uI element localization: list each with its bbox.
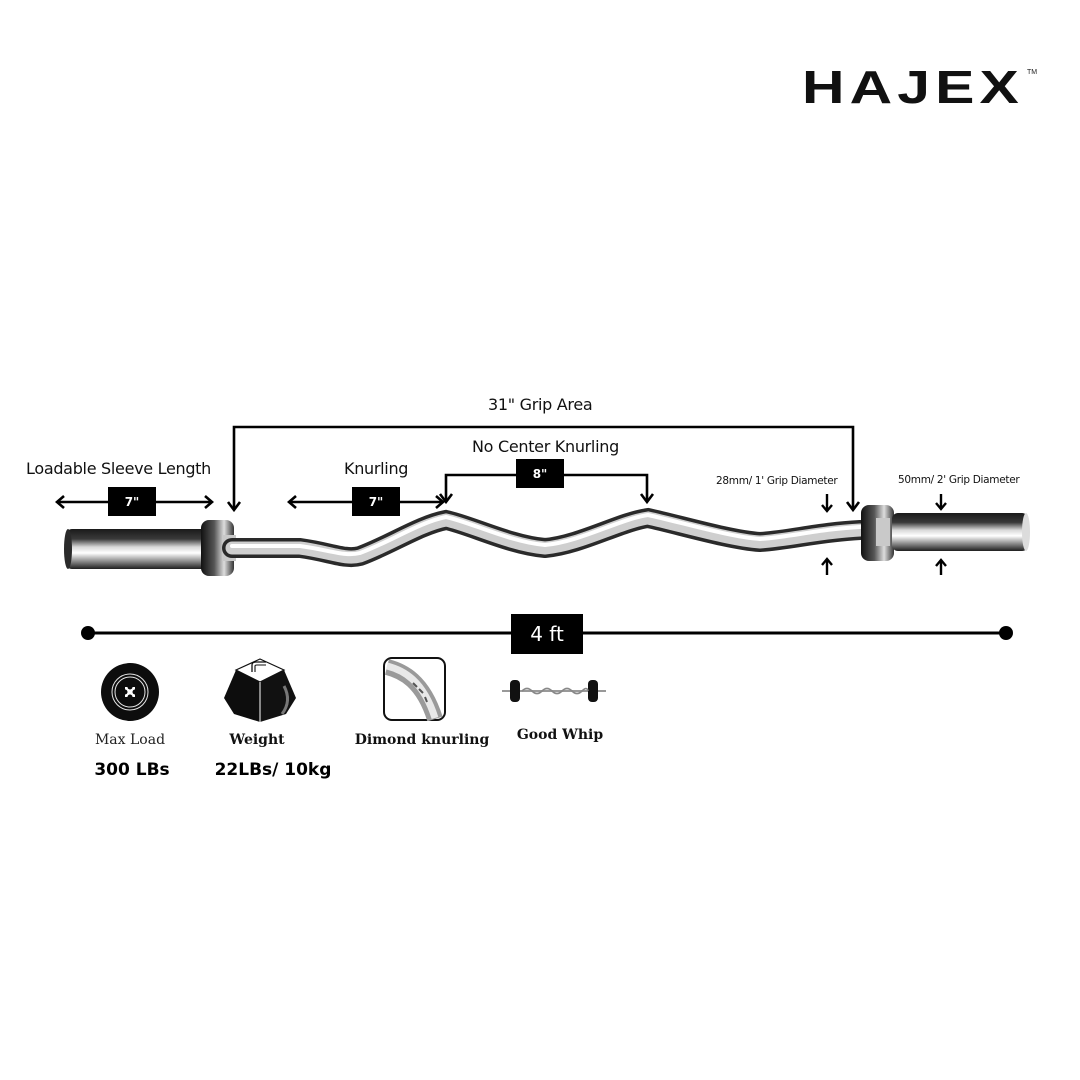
ez-curl-bar xyxy=(64,505,1030,576)
trademark-mark: TM xyxy=(1027,69,1038,76)
grip-diameter-label: 28mm/ 1' Grip Diameter xyxy=(716,475,838,487)
grip-diameter-arrows xyxy=(821,494,833,575)
diamond-knurling-title: Dimond knurling xyxy=(354,732,490,748)
sleeve-diameter-arrows xyxy=(935,494,947,575)
center-knurling-value-tag: 8" xyxy=(516,459,564,488)
max-load-value: 300 LBs xyxy=(94,760,170,780)
sleeve-diameter-label: 50mm/ 2' Grip Diameter xyxy=(898,474,1020,486)
total-length-tag: 4 ft xyxy=(511,614,583,654)
max-load-title: Max Load xyxy=(94,732,166,748)
good-whip-title: Good Whip xyxy=(516,727,604,743)
grip-area-label: 31" Grip Area xyxy=(488,395,593,414)
grip-area-bracket xyxy=(226,425,861,513)
no-center-knurling-label: No Center Knurling xyxy=(472,437,619,456)
weight-title: Weight xyxy=(229,732,285,748)
curl-bar-whip-icon xyxy=(500,676,608,706)
weight-value: 22LBs/ 10kg xyxy=(214,760,332,780)
kettle-weight-icon xyxy=(222,656,298,724)
weight-plate-icon xyxy=(100,662,160,722)
sleeve-length-label: Loadable Sleeve Length xyxy=(26,459,211,478)
brand-logo: HAJEX xyxy=(802,61,1024,113)
sleeve-length-value-tag: 7" xyxy=(108,487,156,516)
knurled-bar-closeup-icon xyxy=(383,657,446,722)
knurling-value-tag: 7" xyxy=(352,487,400,516)
knurling-label: Knurling xyxy=(344,459,409,478)
